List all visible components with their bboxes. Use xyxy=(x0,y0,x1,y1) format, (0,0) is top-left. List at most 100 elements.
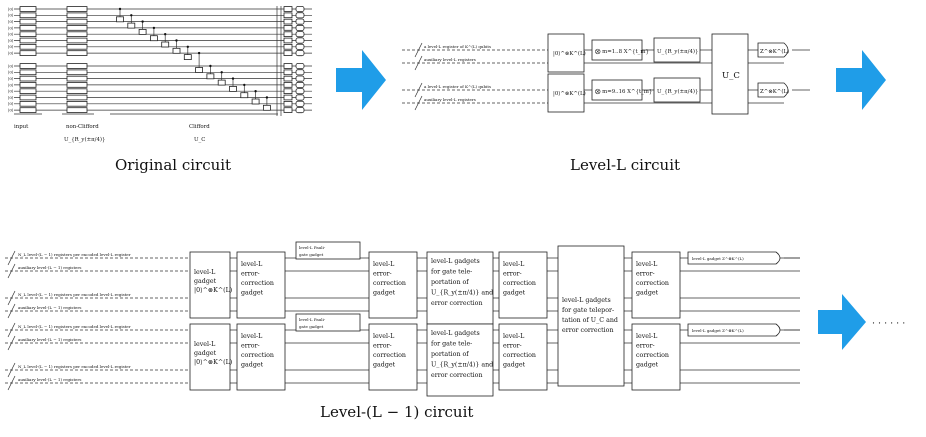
gadget-text-line: correction xyxy=(373,352,406,359)
gadget-text-line: error- xyxy=(373,343,392,350)
measure-gate xyxy=(295,43,305,50)
x-gate-box xyxy=(19,37,37,44)
level-l-register-label-2: a level-L register of K^(L) qubits xyxy=(424,84,491,89)
control-dot xyxy=(118,7,122,11)
init-box-bottom xyxy=(547,73,585,113)
gadget-text-line: error- xyxy=(636,343,655,350)
product-x-label-bottom: ⨂ m=9..16 X^{t_m} xyxy=(595,88,652,95)
x-gate-box xyxy=(19,6,37,12)
ry-gate-box xyxy=(66,50,88,56)
ry-gate-box xyxy=(66,12,88,19)
measure-gate xyxy=(295,81,305,88)
measure-gate xyxy=(295,50,305,57)
nonclifford-label: non-Clifford xyxy=(66,124,99,130)
control-dot xyxy=(186,45,189,48)
gadget-text-line: tation of U_C and xyxy=(562,317,618,324)
gadget-text-line: error- xyxy=(241,343,260,350)
ec-gadget-2 xyxy=(368,323,418,391)
l1-register-label: N_L level-(L − 1) registers per encoded … xyxy=(18,364,131,369)
measure-label-bottom: Z^⊗K^(L) xyxy=(760,88,789,95)
gadget-text-line: for gate tele- xyxy=(431,269,472,276)
arrow-right-icon xyxy=(818,294,866,350)
ry-gate-box-top xyxy=(653,37,701,63)
ket-zero-label: |0⟩ xyxy=(8,70,14,75)
clifford-gate-box xyxy=(251,98,260,105)
gadget-text-line: error- xyxy=(373,271,392,278)
x-gate-box xyxy=(19,18,37,25)
gadget-text-line: gadget xyxy=(241,290,264,297)
control-dot xyxy=(254,90,257,93)
measure-gate xyxy=(295,75,305,82)
control-dot xyxy=(209,64,212,68)
ket-zero-label: |0⟩ xyxy=(8,101,14,106)
gadget-text-line: error- xyxy=(241,271,260,278)
teleportation-gadget xyxy=(426,251,494,325)
x-gate-box xyxy=(19,25,37,31)
h-gate-box xyxy=(283,31,293,37)
ry-gate-box xyxy=(66,44,88,50)
arrow-right-icon xyxy=(836,50,886,110)
ket-zero-label: |0⟩ xyxy=(8,6,14,11)
level-l-gadget-init xyxy=(189,323,231,391)
level-l-aux-label-2: auxiliary level-L registers xyxy=(424,97,476,102)
gadget-text-line: U_{R_y(±π/4)} and xyxy=(431,362,493,369)
x-gate-box xyxy=(19,50,37,56)
x-gate-box xyxy=(19,44,37,50)
ket-zero-label: |0⟩ xyxy=(8,13,14,18)
measure-gate xyxy=(295,37,305,44)
gadget-text-line: level-L Pauli- xyxy=(299,317,326,322)
measure-gate xyxy=(295,6,305,12)
product-x-box-bottom xyxy=(591,79,643,101)
level-l1-caption: Level-(L − 1) circuit xyxy=(320,403,473,421)
ry-gate-box xyxy=(66,88,88,95)
ry-gate-box xyxy=(66,6,88,12)
clifford-gate-box xyxy=(229,86,237,92)
gadget-text-line: level-L gadgets xyxy=(431,258,480,265)
measure-box-top xyxy=(757,42,789,58)
control-dot xyxy=(220,71,223,74)
gadget-text-line: |0⟩^⊗K^(L) xyxy=(194,287,232,294)
clifford-gate-box xyxy=(206,73,215,80)
ry-gate-box xyxy=(66,63,88,69)
ket-zero-label: |0⟩ xyxy=(8,25,14,30)
ry-gate-box-bottom xyxy=(653,77,701,103)
clifford-label: Clifford xyxy=(189,124,210,130)
uc-gate-box xyxy=(711,33,749,115)
ket-zero-label: |0⟩ xyxy=(8,19,14,24)
measure-box-bottom xyxy=(757,82,789,98)
h-gate-box xyxy=(283,94,293,101)
x-gate-box xyxy=(19,107,37,113)
measure-gadget xyxy=(687,251,781,265)
level-l-caption: Level-L circuit xyxy=(570,156,680,174)
ket-zero-label: |0⟩ xyxy=(8,44,14,49)
original-circuit: |0⟩|0⟩|0⟩|0⟩|0⟩|0⟩|0⟩|0⟩|0⟩|0⟩|0⟩|0⟩|0⟩|… xyxy=(8,6,312,116)
gadget-text-line: error correction xyxy=(431,372,483,379)
gadget-text-line: correction xyxy=(636,352,669,359)
control-dot xyxy=(141,20,144,23)
gadget-text-line: U_{R_y(±π/4)} and xyxy=(431,290,493,297)
l1-aux-label: auxiliary level-(L − 1) registers xyxy=(18,305,81,310)
ec-gadget-2 xyxy=(368,251,418,319)
pauli-gate-gadget xyxy=(295,241,361,260)
x-gate-box xyxy=(19,12,37,19)
gadget-text-line: correction xyxy=(503,352,536,359)
control-dot xyxy=(152,26,156,30)
measure-gadget-label: level-L gadget Z^⊗K^(L) xyxy=(692,328,744,333)
nonclifford-sublabel: U_{R_y(±π/4)} xyxy=(64,136,105,143)
l1-aux-label: auxiliary level-(L − 1) registers xyxy=(18,377,81,382)
gadget-text-line: level-L gadgets xyxy=(431,330,480,337)
gadget-text-line: level-L xyxy=(194,341,216,348)
x-gate-box xyxy=(19,101,37,107)
ry-gate-box xyxy=(66,37,88,44)
pauli-gate-gadget xyxy=(295,313,361,332)
x-gate-box xyxy=(19,88,37,95)
ec-gadget-4 xyxy=(631,251,681,319)
teleportation-gadget xyxy=(426,323,494,397)
product-x-label-top: ⨂ m=1..8 X^{t_m} xyxy=(595,48,649,55)
gadget-text-line: correction xyxy=(241,352,274,359)
clifford-gate-box xyxy=(262,104,271,111)
level-l1-block-bottom: N_L level-(L − 1) registers per encoded … xyxy=(5,313,800,397)
gadget-text-line: for gate telepor- xyxy=(562,307,614,314)
gadget-text-line: level-L xyxy=(503,261,525,268)
ket-zero-label: |0⟩ xyxy=(8,38,14,43)
